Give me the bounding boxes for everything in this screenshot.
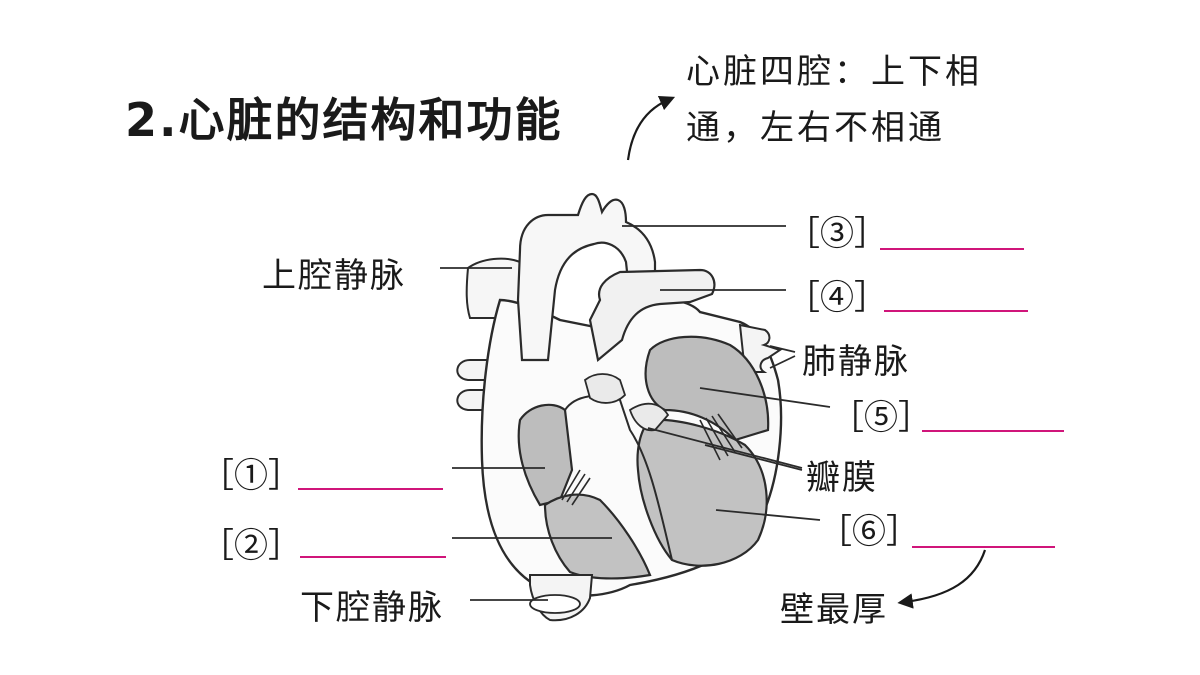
blank-3-number: ③ bbox=[820, 214, 854, 254]
blank-1-bracket: ［①］ bbox=[200, 456, 302, 496]
blank-1-line[interactable] bbox=[298, 488, 443, 490]
label-pulmonary-veins: 肺静脉 bbox=[802, 342, 910, 382]
label-thickest-wall: 壁最厚 bbox=[780, 590, 888, 630]
note-line-1: 心脏四腔：上下相 bbox=[686, 52, 982, 92]
blank-6-number: ⑥ bbox=[852, 512, 886, 552]
label-superior-vena-cava: 上腔静脉 bbox=[262, 256, 406, 296]
blank-4-bracket: ［④］ bbox=[786, 278, 888, 318]
pulmonary-artery bbox=[588, 268, 716, 363]
septum bbox=[564, 394, 673, 561]
page-title: 2.心脏的结构和功能 bbox=[125, 93, 563, 147]
semilunar-valves bbox=[583, 373, 627, 404]
blank-2-number: ② bbox=[234, 526, 268, 566]
thickwall-arrow bbox=[897, 549, 987, 609]
blank-4-number: ④ bbox=[820, 278, 854, 318]
note-line-2: 通，左右不相通 bbox=[686, 108, 945, 148]
blank-6-bracket: ［⑥］ bbox=[818, 512, 920, 552]
blank-2-bracket: ［②］ bbox=[200, 526, 302, 566]
label-inferior-vena-cava: 下腔静脉 bbox=[300, 588, 444, 628]
blank-2-line[interactable] bbox=[300, 556, 446, 558]
aorta-arch bbox=[516, 192, 657, 362]
blank-1-number: ① bbox=[234, 456, 268, 496]
note-arrow bbox=[626, 96, 676, 161]
blank-3-bracket: ［③］ bbox=[786, 214, 888, 254]
label-valves: 瓣膜 bbox=[806, 458, 878, 498]
right-ventricle-chamber bbox=[543, 493, 652, 580]
leader-lines bbox=[440, 225, 831, 601]
blank-3-line[interactable] bbox=[880, 248, 1024, 250]
left-pulmonary-veins bbox=[738, 323, 783, 373]
blank-5-number: ⑤ bbox=[864, 398, 898, 438]
blank-4-line[interactable] bbox=[884, 310, 1028, 312]
left-ventricle-chamber bbox=[636, 418, 768, 567]
blank-5-line[interactable] bbox=[922, 430, 1064, 432]
blank-6-line[interactable] bbox=[912, 546, 1055, 548]
blank-5-bracket: ［⑤］ bbox=[830, 398, 932, 438]
